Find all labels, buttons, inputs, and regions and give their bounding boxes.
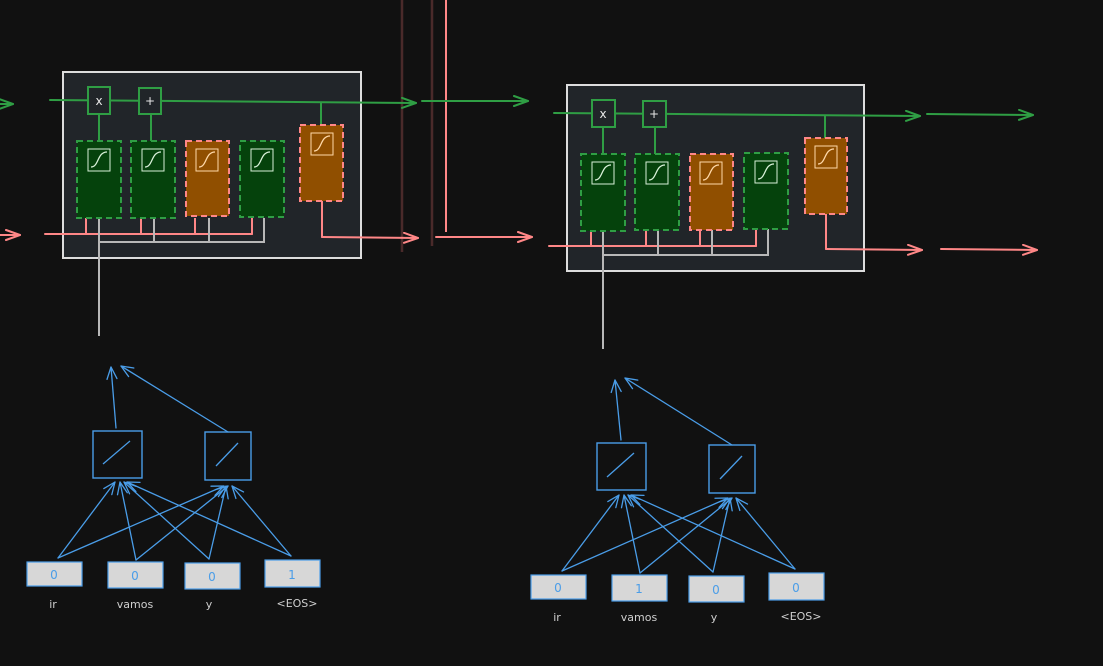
input-gate xyxy=(634,153,680,231)
sigmoid-icon xyxy=(250,148,274,172)
linear-unit-icon xyxy=(204,431,252,481)
embed-arrow xyxy=(610,379,622,441)
embed-arrow xyxy=(624,377,733,446)
multiply-op-symbol: x xyxy=(95,94,102,108)
input-word: ir xyxy=(553,611,561,624)
input-box-vamos xyxy=(611,574,668,602)
sigmoid-icon xyxy=(310,132,334,156)
input-box-y xyxy=(184,562,241,590)
input-value: 1 xyxy=(288,568,296,582)
linear-unit-icon xyxy=(596,442,647,491)
output-gate xyxy=(239,140,285,218)
long-term-output-arrow xyxy=(940,243,1038,256)
add-op-symbol: + xyxy=(145,94,155,108)
sigmoid-icon xyxy=(591,161,615,185)
input-word: vamos xyxy=(621,611,658,624)
short-term-output-arrow xyxy=(926,108,1034,121)
long-term-output-line xyxy=(321,231,419,244)
input-value: 0 xyxy=(792,581,800,595)
input-box-vamos xyxy=(107,561,164,589)
embedding-network-1: 0 ir 0 vamos 0 y 1 <EOS> xyxy=(26,365,321,611)
input-word: <EOS> xyxy=(276,597,317,610)
embed-arrow xyxy=(120,365,229,433)
input-word: ir xyxy=(49,598,57,611)
multiply-op-box xyxy=(591,99,616,128)
sigmoid-icon xyxy=(87,148,111,172)
input-value: 0 xyxy=(712,583,720,597)
sigmoid-icon xyxy=(141,148,165,172)
input-value: 0 xyxy=(50,568,58,582)
candidate-gate xyxy=(689,153,734,231)
output-gate xyxy=(743,152,789,230)
long-term-output-line xyxy=(825,243,923,256)
sigmoid-icon xyxy=(195,148,219,172)
input-value: 1 xyxy=(635,582,643,596)
input-box-ir xyxy=(26,561,83,587)
multiply-op-symbol: x xyxy=(599,107,606,121)
input-box-ir xyxy=(530,574,587,600)
add-op-box xyxy=(642,100,667,128)
input-value: 0 xyxy=(131,569,139,583)
add-op-box xyxy=(138,87,162,115)
input-gate xyxy=(130,140,176,219)
add-op-symbol: + xyxy=(649,107,659,121)
input-word: y xyxy=(711,611,718,624)
input-bus xyxy=(98,218,265,336)
input-word: vamos xyxy=(117,598,154,611)
multiply-op-box xyxy=(87,86,111,115)
forget-gate xyxy=(76,140,122,219)
sigmoid-icon xyxy=(645,161,669,185)
lstm-cell-1: x + xyxy=(26,71,419,611)
forget-gate xyxy=(580,153,626,232)
output-activation-gate xyxy=(299,124,344,202)
input-bus xyxy=(602,229,769,349)
sigmoid-icon xyxy=(754,160,778,184)
sigmoid-icon xyxy=(699,161,723,185)
sigmoid-icon xyxy=(814,145,838,169)
embed-arrow xyxy=(106,366,118,429)
input-word: y xyxy=(206,598,213,611)
input-box-eos xyxy=(264,559,321,588)
input-value: 0 xyxy=(554,581,562,595)
input-word: <EOS> xyxy=(780,610,821,623)
linear-unit-icon xyxy=(708,444,756,494)
input-box-eos xyxy=(768,572,825,601)
linear-unit-icon xyxy=(92,430,143,479)
output-activation-gate xyxy=(804,137,848,215)
candidate-gate xyxy=(185,140,230,217)
embedding-network-2: 0 ir 1 vamos 0 y 0 <EOS> xyxy=(530,377,825,624)
lstm-cell-2: x + xyxy=(530,84,923,624)
input-box-y xyxy=(688,575,745,603)
input-value: 0 xyxy=(208,570,216,584)
